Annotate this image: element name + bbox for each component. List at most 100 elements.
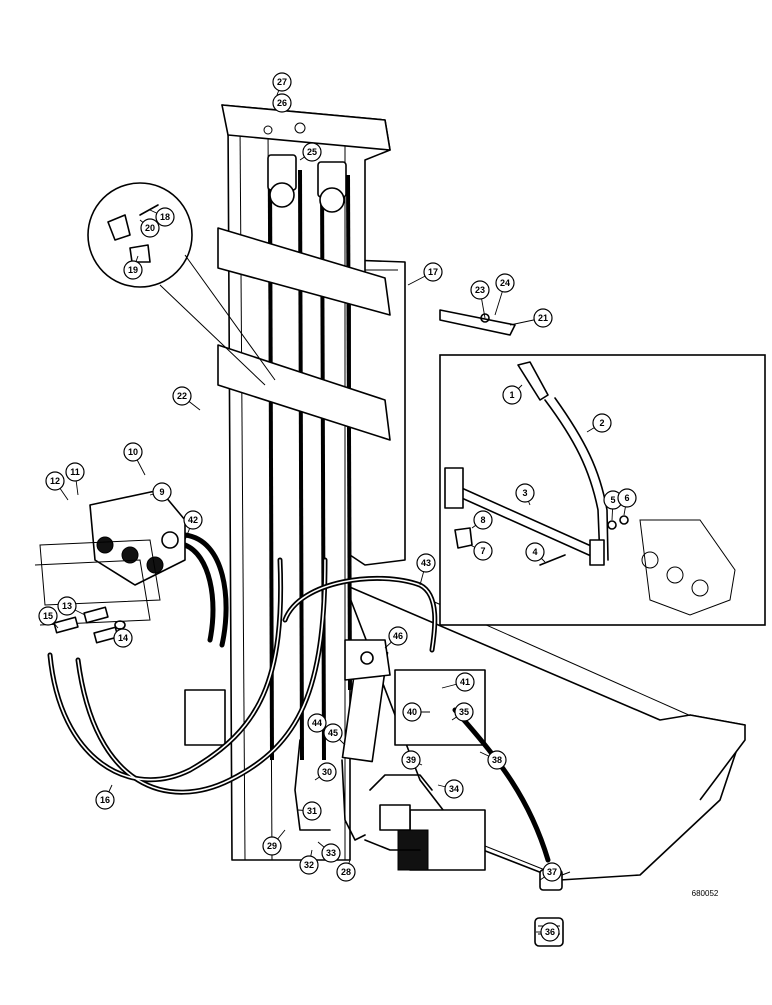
callout-number: 6 bbox=[624, 493, 629, 503]
callout-circle bbox=[525, 542, 545, 562]
callout-circle bbox=[592, 413, 612, 433]
callout-number: 17 bbox=[428, 267, 438, 277]
callout-number: 31 bbox=[307, 806, 317, 816]
callout-circle bbox=[272, 72, 292, 92]
callout-25: 25 bbox=[302, 142, 322, 162]
callout-20: 20 bbox=[140, 218, 160, 238]
callout-number: 15 bbox=[43, 611, 53, 621]
callout-42: 42 bbox=[183, 510, 203, 530]
callout-circle bbox=[454, 702, 474, 722]
callout-number: 14 bbox=[118, 633, 128, 643]
callout-circle bbox=[455, 672, 475, 692]
callout-16: 16 bbox=[95, 790, 115, 810]
callout-circle bbox=[123, 260, 143, 280]
callout-21: 21 bbox=[533, 308, 553, 328]
chain-pulleys bbox=[267, 154, 347, 213]
callout-number: 3 bbox=[522, 488, 527, 498]
callout-number: 30 bbox=[322, 767, 332, 777]
callout-circle bbox=[57, 596, 77, 616]
callout-number: 7 bbox=[480, 546, 485, 556]
callout-circle bbox=[183, 510, 203, 530]
callout-circle bbox=[45, 471, 65, 491]
callout-28: 28 bbox=[336, 862, 356, 882]
callout-41: 41 bbox=[455, 672, 475, 692]
callout-number: 27 bbox=[277, 77, 287, 87]
callout-number: 46 bbox=[393, 631, 403, 641]
callout-number: 24 bbox=[500, 278, 510, 288]
callout-30: 30 bbox=[317, 762, 337, 782]
drawing-code: 680052 bbox=[692, 889, 719, 898]
callout-circle bbox=[299, 855, 319, 875]
callout-9: 9 bbox=[152, 482, 172, 502]
callout-10: 10 bbox=[123, 442, 143, 462]
callout-46: 46 bbox=[388, 626, 408, 646]
callout-circle bbox=[152, 482, 172, 502]
hose-to-coupler bbox=[452, 707, 551, 863]
callout-26: 26 bbox=[272, 93, 292, 113]
callout-37: 37 bbox=[542, 862, 562, 882]
callout-19: 19 bbox=[123, 260, 143, 280]
hose-42 bbox=[182, 532, 229, 648]
callout-number: 20 bbox=[145, 223, 155, 233]
callout-circle bbox=[95, 790, 115, 810]
callout-27: 27 bbox=[272, 72, 292, 92]
callout-40: 40 bbox=[402, 702, 422, 722]
callout-22: 22 bbox=[172, 386, 192, 406]
callout-circle bbox=[401, 750, 421, 770]
callout-11: 11 bbox=[65, 462, 85, 482]
callout-number: 33 bbox=[326, 848, 336, 858]
callout-43: 43 bbox=[416, 553, 436, 573]
callout-32: 32 bbox=[299, 855, 319, 875]
callout-4: 4 bbox=[525, 542, 545, 562]
callout-number: 8 bbox=[480, 515, 485, 525]
callout-14: 14 bbox=[113, 628, 133, 648]
callout-circle bbox=[336, 862, 356, 882]
hose-43 bbox=[282, 575, 438, 653]
callout-circle bbox=[495, 273, 515, 293]
callout-circle bbox=[402, 702, 422, 722]
callout-circle bbox=[113, 628, 133, 648]
callout-number: 12 bbox=[50, 476, 60, 486]
callout-number: 9 bbox=[159, 487, 164, 497]
callout-number: 1 bbox=[509, 390, 514, 400]
callout-circle bbox=[302, 801, 322, 821]
callout-35: 35 bbox=[454, 702, 474, 722]
callout-circle bbox=[317, 762, 337, 782]
callout-36: 36 bbox=[540, 922, 560, 942]
callout-2: 2 bbox=[592, 413, 612, 433]
callout-17: 17 bbox=[423, 262, 443, 282]
callout-number: 25 bbox=[307, 147, 317, 157]
callout-circle bbox=[388, 626, 408, 646]
callout-circle bbox=[487, 750, 507, 770]
callout-33: 33 bbox=[321, 843, 341, 863]
callout-number: 29 bbox=[267, 841, 277, 851]
callout-circle bbox=[123, 442, 143, 462]
callout-circle bbox=[533, 308, 553, 328]
callout-number: 4 bbox=[532, 547, 537, 557]
callout-circle bbox=[155, 207, 175, 227]
callout-number: 38 bbox=[492, 755, 502, 765]
callout-circle bbox=[38, 606, 58, 626]
mast-crossbars bbox=[217, 227, 391, 441]
callout-number: 32 bbox=[304, 860, 314, 870]
callout-number: 2 bbox=[599, 418, 604, 428]
callout-circle bbox=[262, 836, 282, 856]
callout-circle bbox=[502, 385, 522, 405]
callout-number: 39 bbox=[406, 755, 416, 765]
callout-circle bbox=[272, 93, 292, 113]
callout-circle bbox=[444, 779, 464, 799]
callout-number: 19 bbox=[128, 265, 138, 275]
callout-8: 8 bbox=[473, 510, 493, 530]
callout-6: 6 bbox=[617, 488, 637, 508]
callout-circle bbox=[172, 386, 192, 406]
callout-circle bbox=[540, 922, 560, 942]
callout-circle bbox=[473, 510, 493, 530]
hose-assembly-16 bbox=[47, 557, 328, 795]
callout-number: 44 bbox=[312, 718, 322, 728]
callout-number: 5 bbox=[610, 495, 615, 505]
callout-number: 40 bbox=[407, 707, 417, 717]
callout-number: 23 bbox=[475, 285, 485, 295]
callout-number: 10 bbox=[128, 447, 138, 457]
